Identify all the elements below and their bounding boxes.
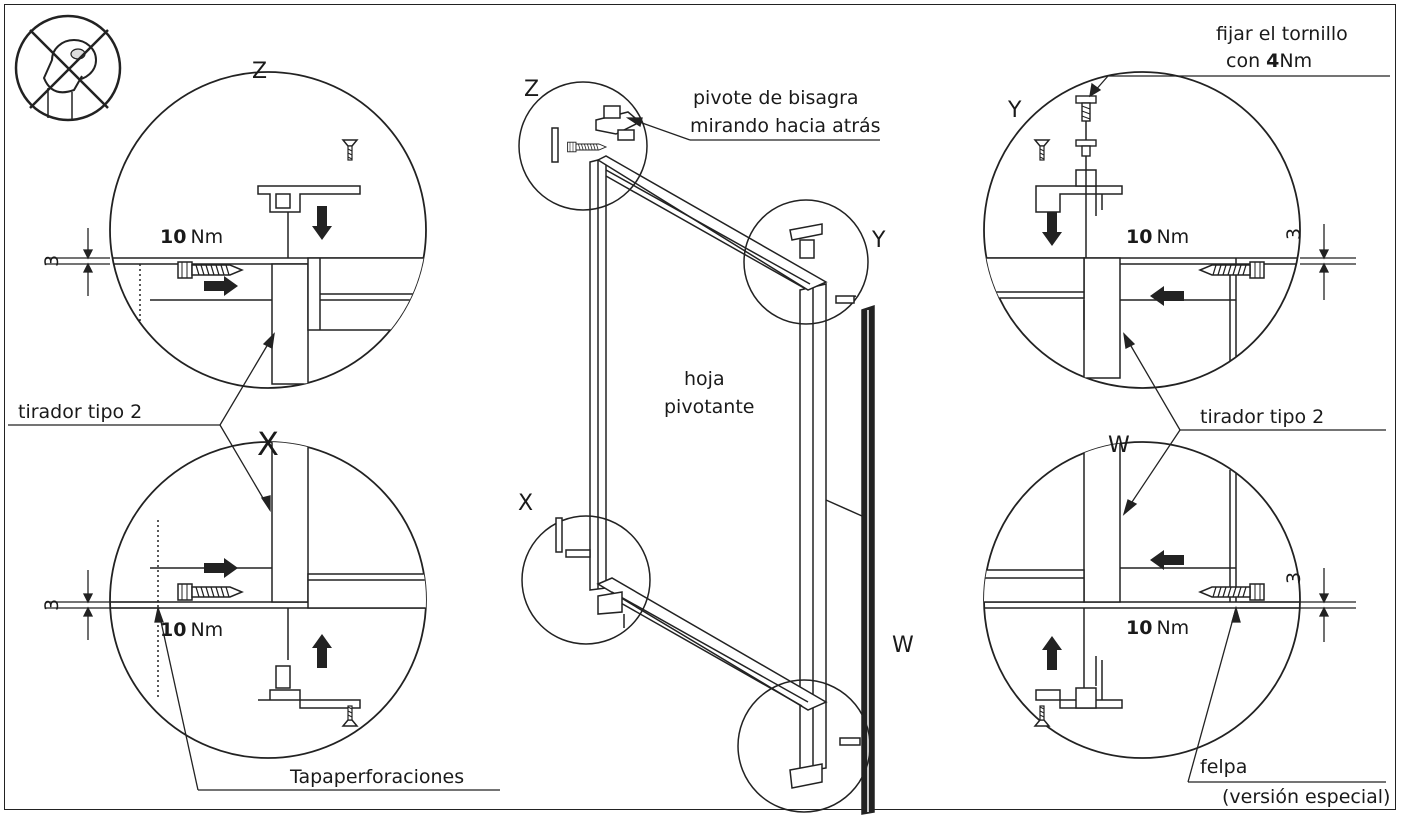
- pivot-leaf-label-line1: hoja: [684, 368, 725, 390]
- detail-y-label-center: Y: [871, 228, 886, 253]
- gap-value-label: 3: [1283, 228, 1305, 240]
- gap-dimension-left-bottom: [46, 570, 160, 640]
- handle-label-right: tirador tipo 2: [1200, 406, 1324, 428]
- pivot-leaf-drawing: [589, 155, 875, 815]
- fix-screw-label-line2: con 4Nm: [1226, 50, 1312, 72]
- felt-label-line1: felpa: [1200, 756, 1247, 778]
- hinge-pivot-label-line2: mirando hacia atrás: [690, 115, 881, 137]
- gap-dimension-right-top: [1300, 224, 1356, 300]
- handle-label-left: tirador tipo 2: [18, 401, 142, 423]
- detail-w-label: W: [1108, 433, 1130, 458]
- gap-dimension-right-bottom: [1240, 568, 1356, 642]
- fix-screw-leader: [1089, 75, 1390, 98]
- gap-value-label: 3: [41, 255, 63, 267]
- pivot-leaf-label-line2: pivotante: [664, 396, 754, 418]
- detail-y-label: Y: [1007, 98, 1022, 123]
- hole-cover-label: Tapaperforaciones: [289, 766, 464, 788]
- gap-value-label: 3: [41, 599, 63, 611]
- hinge-pivot-leader: [625, 117, 880, 141]
- detail-x-label-center: X: [518, 491, 533, 516]
- detail-circle-y: [743, 199, 869, 325]
- drawing-frame: [4, 4, 1396, 810]
- left-leaders: [8, 332, 500, 791]
- detail-circle-w: [737, 679, 871, 813]
- gap-value-label: 3: [1283, 572, 1305, 584]
- hinge-pivot-label-line1: pivote de bisagra: [693, 87, 859, 109]
- detail-x-label-left: X: [257, 425, 279, 463]
- fix-screw-label-line1: fijar el tornillo: [1216, 23, 1348, 45]
- detail-w-label-center: W: [892, 633, 914, 658]
- prohibited-round-knob-icon: [14, 14, 122, 122]
- detail-z-label: Z: [252, 59, 267, 84]
- felt-label-line2: (versión especial): [1222, 786, 1390, 808]
- right-leaders: [1122, 332, 1386, 783]
- detail-z-label-center: Z: [524, 77, 539, 102]
- gap-dimension-left-top: [46, 228, 110, 296]
- detail-circle-x: [521, 515, 651, 645]
